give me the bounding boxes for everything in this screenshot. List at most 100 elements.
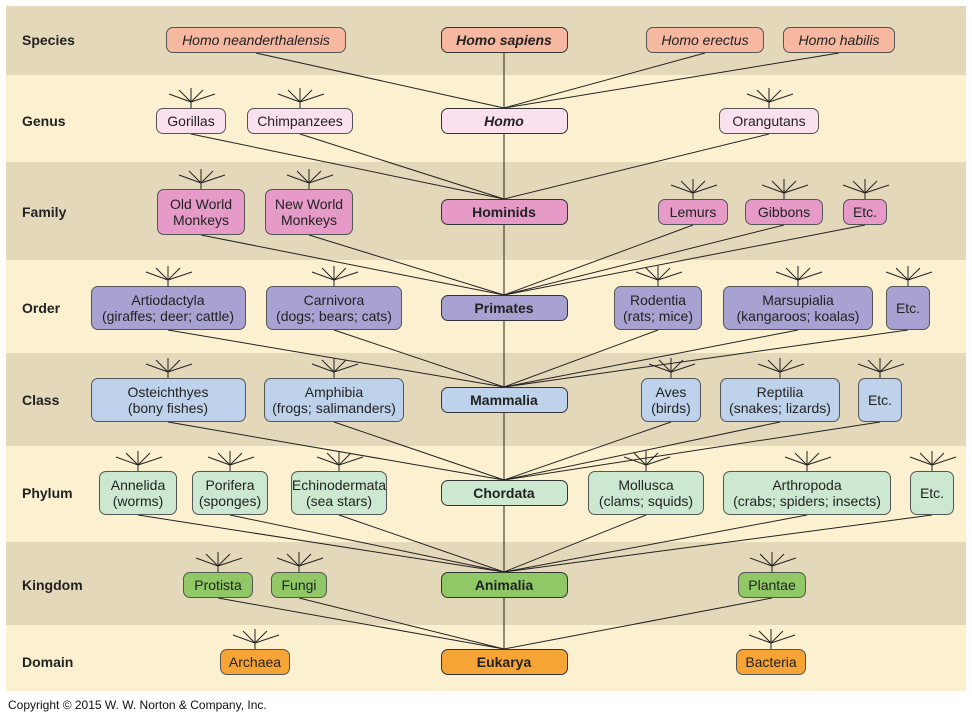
branch-fan-line bbox=[311, 271, 335, 281]
branch-fan-line bbox=[195, 557, 219, 567]
branch-fan-line bbox=[757, 363, 781, 373]
branch-fan-line bbox=[761, 184, 785, 194]
branch-fan-line bbox=[775, 271, 799, 281]
branch-fan-line bbox=[797, 271, 823, 281]
branch-fan-line bbox=[852, 180, 866, 194]
connector-line bbox=[217, 597, 505, 650]
taxon-species-homo-sapiens: Homo sapiens bbox=[440, 27, 568, 53]
branch-fan-line bbox=[783, 180, 797, 194]
rank-label-kingdom: Kingdom bbox=[22, 577, 83, 593]
branch-fan-line bbox=[907, 267, 921, 281]
connector-line bbox=[503, 421, 881, 481]
taxon-class-mammalia: Mammalia bbox=[440, 387, 568, 413]
branch-fan-line bbox=[155, 267, 169, 281]
branch-fan-line bbox=[137, 452, 151, 466]
branch-fan-line bbox=[797, 267, 811, 281]
taxon-genus-orangutans: Orangutans bbox=[719, 108, 819, 134]
branch-fan-line bbox=[746, 93, 770, 103]
rank-label-order: Order bbox=[22, 300, 61, 316]
taxon-order-artiodactyla: Artiodactyla (giraffes; deer; cattle) bbox=[90, 286, 246, 330]
branch-fan-line bbox=[207, 456, 231, 466]
branch-fan-line bbox=[178, 174, 202, 184]
taxon-phylum-chordata: Chordata bbox=[440, 480, 568, 506]
taxon-order-etc: Etc. bbox=[886, 286, 930, 330]
branch-fan-line bbox=[286, 174, 310, 184]
connector-line bbox=[167, 421, 505, 481]
connector-line bbox=[200, 234, 505, 296]
rank-label-species: Species bbox=[22, 32, 75, 48]
branch-fan-line bbox=[784, 456, 808, 466]
branch-fan-line bbox=[633, 452, 647, 466]
branch-fan-line bbox=[229, 452, 243, 466]
connector-line bbox=[503, 224, 785, 296]
branch-fan-line bbox=[333, 363, 359, 373]
branch-fan-line bbox=[919, 452, 933, 466]
connector-line bbox=[503, 224, 866, 296]
branch-fan-line bbox=[298, 553, 312, 567]
branch-fan-line bbox=[670, 363, 696, 373]
taxon-phylum-annelida: Annelida (worms) bbox=[99, 471, 177, 515]
branch-fan-line bbox=[670, 184, 694, 194]
taxon-family-old-world: Old World Monkeys bbox=[157, 189, 245, 235]
connector-line bbox=[503, 133, 770, 200]
branch-fan-line bbox=[759, 553, 773, 567]
taxon-order-rodentia: Rodentia (rats; mice) bbox=[614, 286, 702, 330]
branch-fan-line bbox=[242, 630, 256, 644]
connector-line bbox=[503, 329, 799, 388]
branch-fan-line bbox=[748, 634, 772, 644]
branch-fan-line bbox=[296, 170, 310, 184]
branch-fan-line bbox=[308, 174, 334, 184]
taxon-phylum-porifera: Porifera (sponges) bbox=[192, 471, 268, 515]
branch-fan-line bbox=[931, 452, 945, 466]
branch-fan-line bbox=[338, 452, 352, 466]
branch-fan-line bbox=[168, 93, 192, 103]
connector-line bbox=[503, 224, 694, 296]
connector-line bbox=[255, 52, 505, 109]
connector-line bbox=[229, 514, 505, 573]
branch-fan-line bbox=[895, 267, 909, 281]
branch-fan-line bbox=[785, 267, 799, 281]
taxon-class-amphibia: Amphibia (frogs; salimanders) bbox=[264, 378, 404, 422]
branch-fan-line bbox=[692, 184, 718, 194]
branch-fan-line bbox=[648, 363, 672, 373]
branch-fan-line bbox=[254, 634, 280, 644]
connector-line bbox=[298, 597, 505, 650]
branch-fan-line bbox=[276, 557, 300, 567]
branch-fan-line bbox=[200, 170, 214, 184]
taxon-kingdom-animalia: Animalia bbox=[440, 572, 568, 598]
branch-fan-line bbox=[885, 271, 909, 281]
branch-fan-line bbox=[692, 180, 706, 194]
branch-fan-line bbox=[867, 359, 881, 373]
taxon-species-homo-neanderthalensis: Homo neanderthalensis bbox=[166, 27, 346, 53]
branch-fan-line bbox=[145, 271, 169, 281]
branch-fan-line bbox=[794, 452, 808, 466]
branch-fan-line bbox=[907, 271, 933, 281]
taxon-genus-homo: Homo bbox=[440, 108, 568, 134]
branch-fan-line bbox=[217, 452, 231, 466]
branch-fan-line bbox=[229, 456, 255, 466]
branch-fan-line bbox=[758, 630, 772, 644]
branch-fan-line bbox=[167, 267, 181, 281]
connector-line bbox=[503, 421, 781, 481]
branch-fan-line bbox=[783, 184, 809, 194]
branch-fan-line bbox=[190, 89, 204, 103]
branch-fan-line bbox=[298, 557, 324, 567]
taxon-phylum-mollusca: Mollusca (clams; squids) bbox=[588, 471, 704, 515]
branch-fan-line bbox=[749, 557, 773, 567]
branch-fan-line bbox=[205, 553, 219, 567]
branch-fan-line bbox=[771, 553, 785, 567]
branch-fan-line bbox=[779, 363, 805, 373]
taxon-order-carnivora: Carnivora (dogs; bears; cats) bbox=[266, 286, 402, 330]
branch-fan-line bbox=[321, 267, 335, 281]
branch-fan-line bbox=[931, 456, 957, 466]
branch-fan-line bbox=[645, 267, 659, 281]
branch-fan-line bbox=[137, 456, 163, 466]
branch-fan-line bbox=[770, 630, 784, 644]
branch-fan-line bbox=[277, 93, 301, 103]
connector-line bbox=[333, 329, 505, 388]
branch-fan-line bbox=[680, 180, 694, 194]
connector-line bbox=[137, 514, 505, 573]
rank-label-genus: Genus bbox=[22, 113, 66, 129]
branch-fan-line bbox=[188, 170, 202, 184]
branch-fan-line bbox=[864, 180, 878, 194]
